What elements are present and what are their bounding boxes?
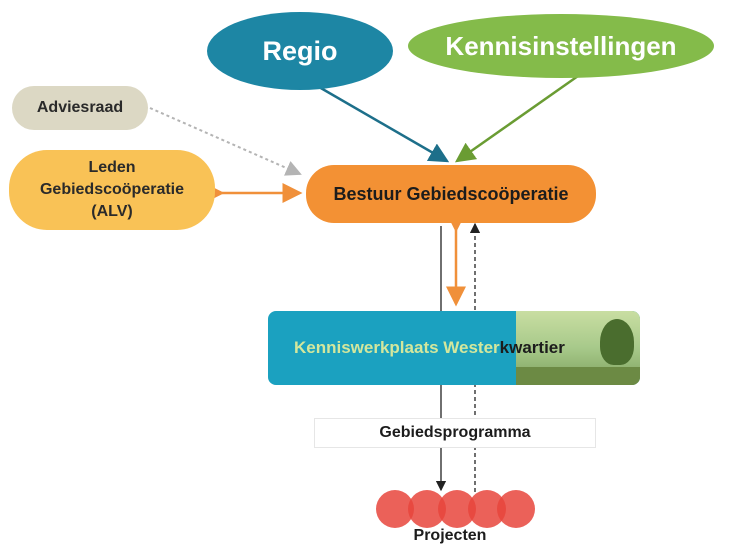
- kenniswerkplaats-label-part1: Kenniswerkplaats Wester: [294, 338, 500, 357]
- arrow-regio-to-bestuur: [299, 74, 450, 163]
- gebiedsprogramma-label: Gebiedsprogramma: [379, 424, 531, 441]
- adviesraad-node: Adviesraad: [12, 86, 148, 130]
- projecten-circles: [376, 490, 535, 528]
- project-circle-5: [497, 490, 535, 528]
- project-circle-4: [468, 490, 506, 528]
- bestuur-node: Bestuur Gebiedscoöperatie: [306, 165, 596, 223]
- leden-label-line2: Gebiedscoöperatie: [39, 181, 185, 198]
- leden-label-line3: (ALV): [91, 203, 133, 220]
- kennisinstellingen-node: Kennisinstellingen: [408, 14, 714, 78]
- project-circle-1: [376, 490, 414, 528]
- projecten-label: Projecten: [380, 524, 520, 548]
- regio-node: Regio: [207, 12, 393, 90]
- projecten-text: Projecten: [413, 527, 487, 544]
- project-circle-2: [408, 490, 446, 528]
- leden-node: Leden Gebiedscoöperatie (ALV): [9, 150, 215, 230]
- tree-icon: [600, 319, 634, 365]
- kennisinstellingen-label: Kennisinstellingen: [445, 30, 677, 61]
- landscape-photo: [516, 311, 640, 385]
- arrow-kennisinstellingen-to-bestuur: [454, 74, 579, 163]
- kenniswerkplaats-node: Kenniswerkplaats Wester kwartier: [268, 311, 640, 385]
- adviesraad-label: Adviesraad: [36, 99, 124, 116]
- kenniswerkplaats-label-part2: kwartier: [499, 338, 565, 357]
- leden-label-line1: Leden: [88, 159, 136, 176]
- gebiedsprogramma-box: Gebiedsprogramma: [314, 418, 596, 448]
- regio-label: Regio: [262, 35, 338, 66]
- project-circle-3: [438, 490, 476, 528]
- bestuur-label: Bestuur Gebiedscoöperatie: [333, 183, 569, 204]
- landscape-ground: [516, 367, 640, 385]
